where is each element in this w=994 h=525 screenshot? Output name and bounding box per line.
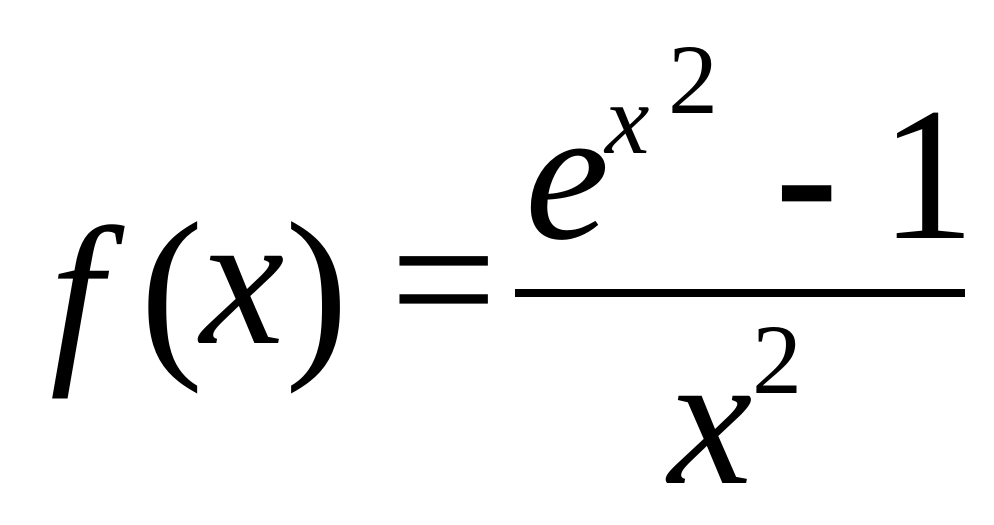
numerator-exponent-x: x [605, 64, 650, 175]
denominator-x: x [668, 315, 753, 525]
variable-x: x [200, 175, 285, 385]
right-paren: ) [285, 185, 349, 395]
left-paren: ( [140, 185, 204, 395]
denominator-power: 2 [752, 304, 802, 415]
numerator-exponent-power: 2 [668, 24, 718, 135]
function-name: f [50, 190, 103, 400]
minus-sign: - [775, 70, 839, 280]
numerator-e: e [525, 70, 610, 280]
equals-sign: = [390, 175, 498, 385]
numerator-one: 1 [880, 70, 975, 280]
fraction-bar [515, 289, 965, 297]
